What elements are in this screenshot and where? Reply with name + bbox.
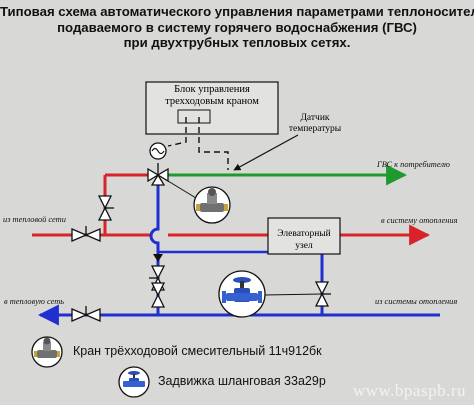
control-box-line-2: трехходовым краном: [165, 96, 259, 107]
label-from-heating: из системы отопления: [375, 297, 458, 306]
sensor-line-2: температуры: [288, 123, 342, 134]
label-to-heating: в систему отопления: [381, 216, 458, 225]
elevator-label: Элеваторный узел: [268, 228, 340, 252]
gate-valve-photo: [218, 270, 266, 318]
elevator-text: Элеваторный узел: [277, 229, 331, 251]
title-line-2: подаваемого в систему горячего водоснабж…: [57, 19, 417, 35]
label-dhw-out: ГВС к потребителю: [377, 160, 450, 169]
control-line-sensor: [198, 117, 229, 170]
control-box: [145, 81, 279, 135]
legend-gate-text: Задвижка шланговая 33а29р: [158, 374, 326, 388]
sensor-label: Датчик температуры: [268, 113, 362, 134]
three-way-valve-photo: [193, 186, 231, 224]
gate-valve-return-left: [71, 306, 101, 322]
label-to-network: в тепловую сеть: [4, 297, 65, 306]
label-from-network: из тепловой сети: [3, 215, 66, 224]
gate-valve-supply-left: [71, 226, 101, 242]
sensor-line-1: Датчик: [300, 113, 330, 123]
control-box-inner: [177, 109, 211, 124]
control-line-actuator: [167, 117, 187, 147]
callout-gate: [263, 293, 323, 296]
diagram-title: Типовая схема автоматического управления…: [0, 4, 474, 51]
three-way-valve: [147, 142, 169, 186]
gate-valve-supply-branch: [97, 195, 114, 221]
title-line-1: Типовая схема автоматического управления…: [0, 4, 474, 19]
gate-valve-riser-lower: [150, 282, 166, 308]
control-box-label: Блок управления трехходовым краном: [146, 84, 278, 108]
control-box-line-1: Блок управления: [174, 84, 250, 95]
title-line-3: при двухтрубных тепловых сетях.: [123, 35, 351, 50]
watermark: www.bpaspb.ru: [352, 381, 466, 400]
legend-gate-icon: [118, 366, 150, 398]
legend-valve3-icon: [31, 336, 63, 368]
callout-valve3: [167, 180, 197, 199]
elevator-box: [267, 217, 341, 255]
sensor-pointer: [233, 134, 299, 171]
legend-valve3-text: Кран трёхходовой смесительный 11ч912бк: [73, 344, 322, 358]
flow-arrow-riser: [153, 254, 163, 262]
